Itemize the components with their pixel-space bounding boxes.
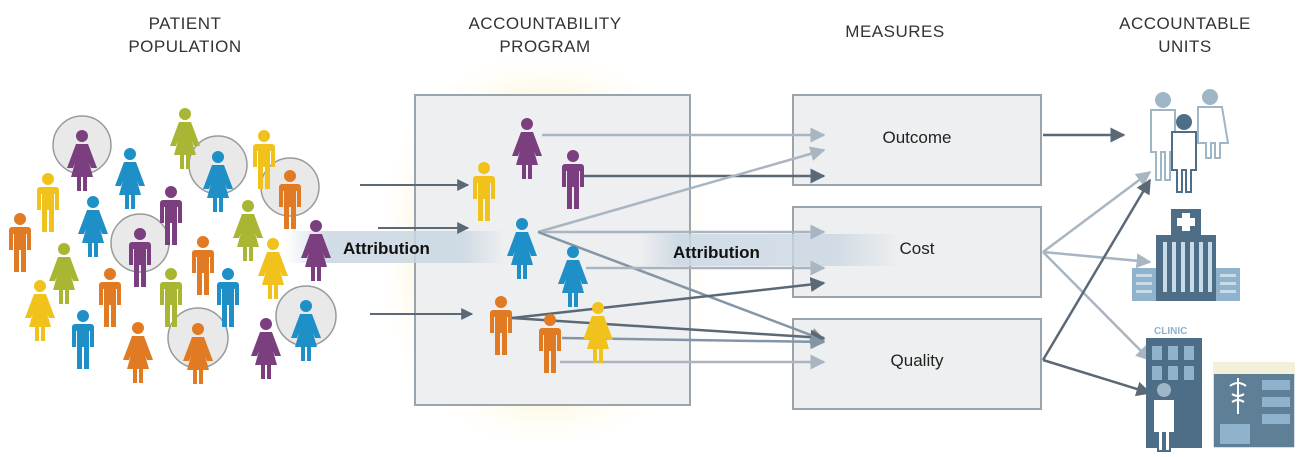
attribution-label-2: Attribution xyxy=(673,243,760,262)
patient-person xyxy=(123,322,153,383)
doctor-figure xyxy=(1150,92,1176,181)
hospital-building-icon xyxy=(1132,209,1240,301)
patient-person xyxy=(99,268,121,327)
patient-person xyxy=(78,196,108,257)
patient-person xyxy=(72,310,94,369)
patient-person xyxy=(301,220,331,281)
header-patient-population-line2: POPULATION xyxy=(128,37,242,56)
header-accountable-units-line2: UNITS xyxy=(1158,37,1212,56)
program-to-measure-arrows xyxy=(511,127,826,370)
measure-to-unit-arrows xyxy=(1041,127,1152,397)
header-accountable-units: ACCOUNTABLE UNITS xyxy=(1085,12,1285,58)
header-accountability-program-line1: ACCOUNTABILITY xyxy=(468,14,622,33)
header-patient-population-line1: PATIENT xyxy=(148,14,222,33)
patient-person xyxy=(115,148,145,209)
doctor-figure xyxy=(1197,89,1230,159)
measure-quality-label: Quality xyxy=(891,351,944,370)
patient-person xyxy=(251,318,281,379)
quality-box xyxy=(792,318,1042,410)
patient-person xyxy=(192,236,214,295)
header-accountability-program: ACCOUNTABILITY PROGRAM xyxy=(430,12,660,58)
attribution-band-2 xyxy=(640,234,900,266)
outcome-box xyxy=(792,94,1042,186)
input-arrows xyxy=(360,179,474,320)
clinic-sign: CLINIC xyxy=(1154,326,1187,337)
patient-person xyxy=(49,243,79,304)
header-accountable-units-line1: ACCOUNTABLE xyxy=(1119,14,1251,33)
measure-outcome-label: Outcome xyxy=(883,128,952,147)
doctors-group-icon xyxy=(1150,89,1230,193)
patient-person xyxy=(37,173,59,232)
attribution-label-1: Attribution xyxy=(343,239,430,258)
doctor-figure xyxy=(1152,383,1176,452)
patient-person xyxy=(9,213,31,272)
patient-person xyxy=(233,200,263,261)
patient-person xyxy=(25,280,55,341)
header-measures: MEASURES xyxy=(845,22,945,41)
clinic-building-icon: CLINIC xyxy=(1146,326,1296,452)
doctor-figure xyxy=(1171,114,1197,193)
measure-cost-label: Cost xyxy=(900,239,935,258)
header-accountability-program-line2: PROGRAM xyxy=(499,37,591,56)
caduceus-icon xyxy=(1229,378,1247,414)
patient-person xyxy=(258,238,288,299)
header-patient-population: PATIENT POPULATION xyxy=(85,12,285,58)
